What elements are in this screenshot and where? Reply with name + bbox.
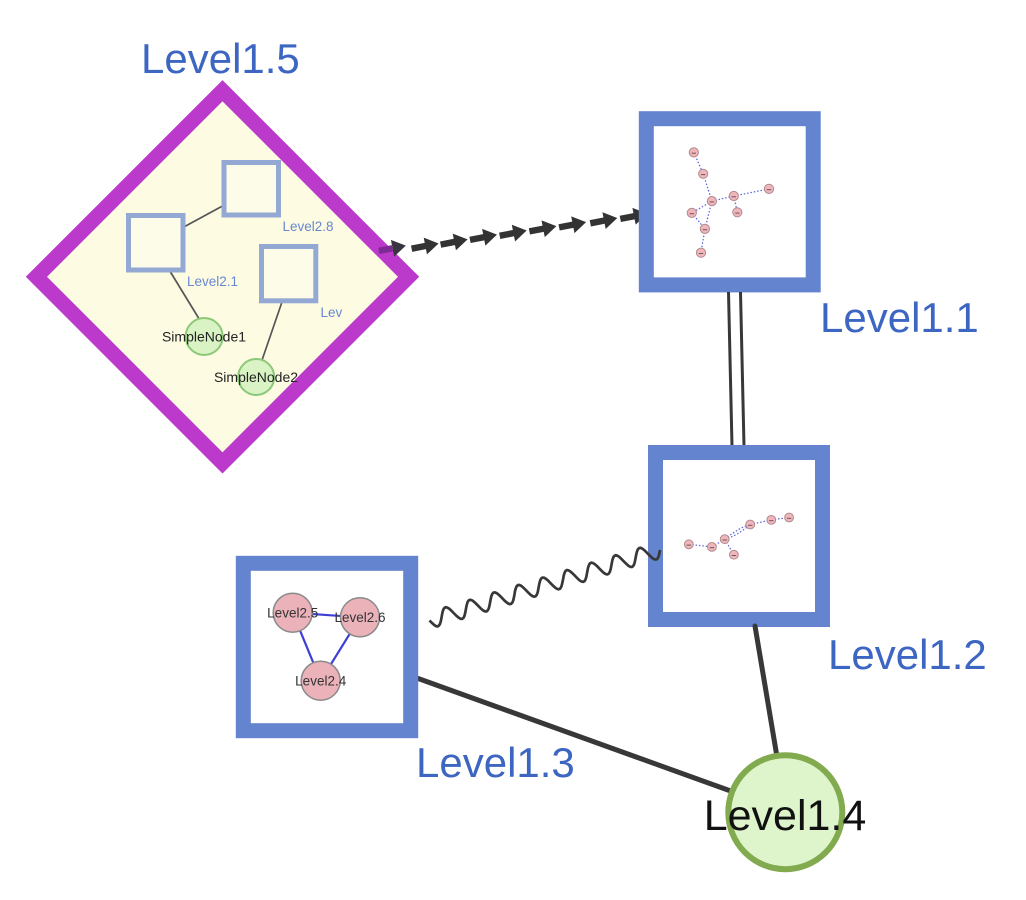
svg-text:Level2.1: Level2.1 [187, 274, 238, 289]
svg-text:Level2.6: Level2.6 [334, 610, 385, 625]
svg-text:SimpleNode1: SimpleNode1 [162, 329, 246, 345]
svg-text:Level1.1: Level1.1 [820, 294, 979, 341]
svg-text:SimpleNode2: SimpleNode2 [214, 369, 298, 385]
svg-text:Lev: Lev [321, 305, 343, 320]
svg-text:Level1.5: Level1.5 [141, 35, 300, 82]
svg-text:Level1.3: Level1.3 [416, 739, 575, 786]
svg-text:Level2.4: Level2.4 [295, 674, 347, 689]
svg-text:Level2.8: Level2.8 [283, 219, 334, 234]
svg-text:Level1.4: Level1.4 [704, 792, 867, 840]
svg-text:Level1.2: Level1.2 [828, 631, 987, 678]
svg-text:Level2.5: Level2.5 [267, 606, 318, 621]
